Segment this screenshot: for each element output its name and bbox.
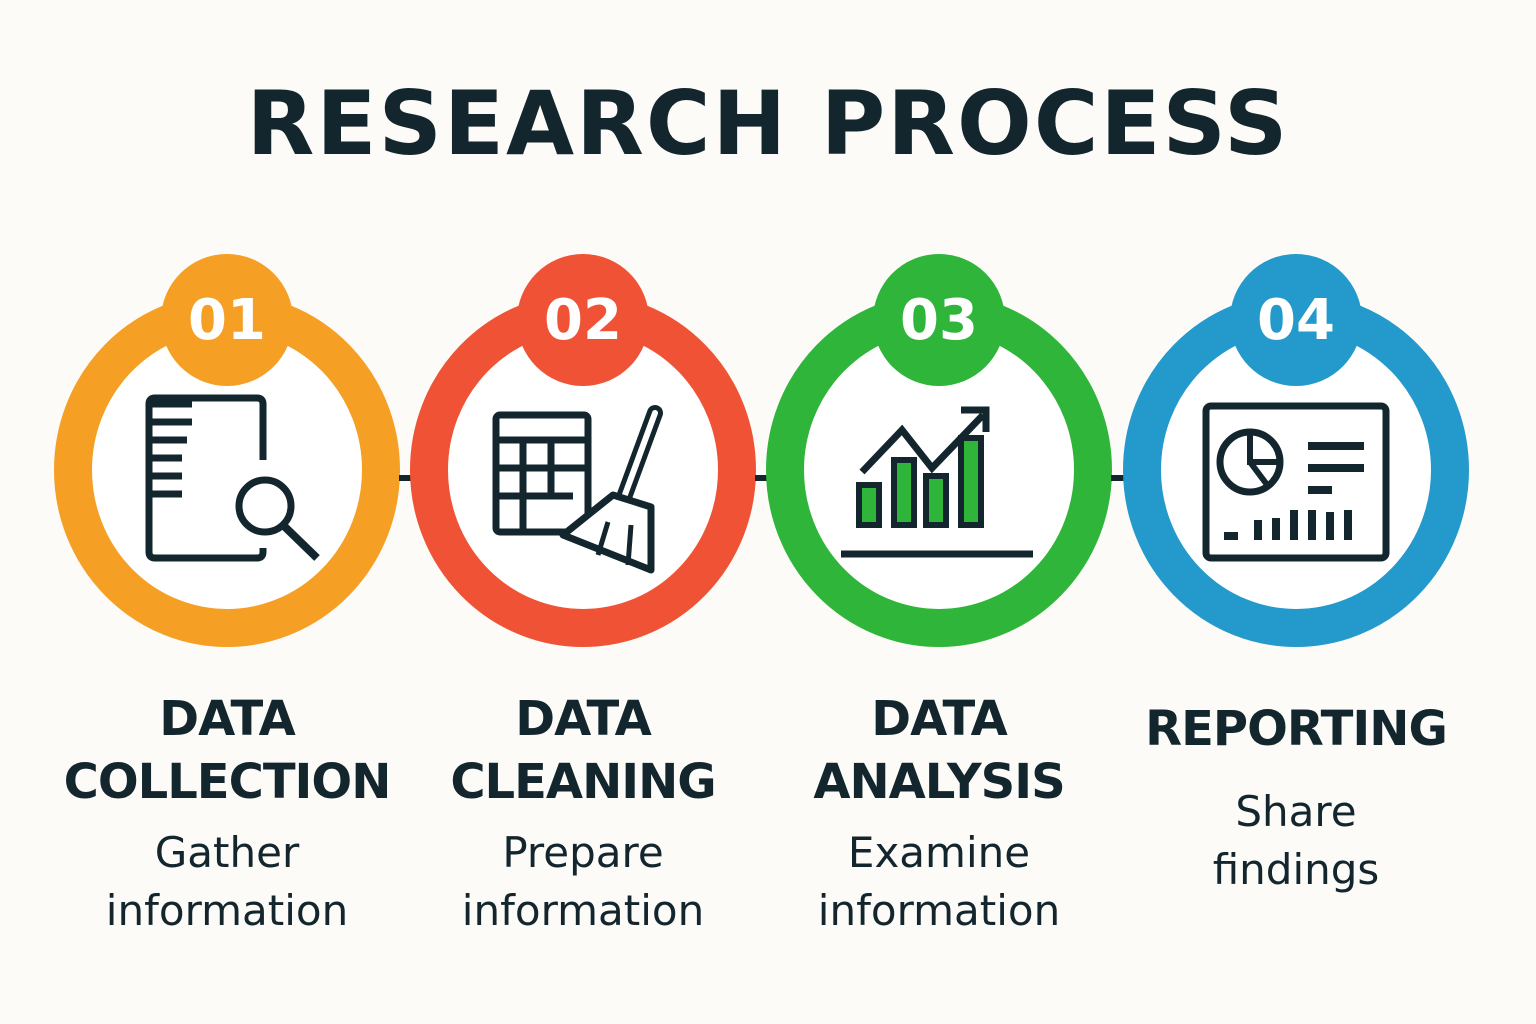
- step-subtitle: Share findings: [1106, 783, 1486, 899]
- step-badge: [1230, 254, 1362, 386]
- step-subtitle-line: information: [105, 886, 349, 935]
- page-title: RESEARCH PROCESS: [246, 72, 1290, 175]
- step-2-text: DATA CLEANING Prepare information: [393, 688, 773, 940]
- step-title: REPORTING: [1106, 698, 1486, 761]
- step-subtitle-line: information: [461, 886, 705, 935]
- step-4-graphic: [1123, 254, 1469, 647]
- step-title-line: DATA: [871, 691, 1007, 747]
- step-title-line: DATA: [159, 691, 295, 747]
- step-3-text: DATA ANALYSIS Examine information: [749, 688, 1129, 940]
- table-broom-icon: [492, 405, 663, 574]
- step-number: 03: [900, 288, 978, 353]
- step-subtitle: Gather information: [37, 824, 417, 940]
- step-badge: [873, 254, 1005, 386]
- step-4-text: REPORTING Share findings: [1106, 698, 1486, 899]
- step-number: 02: [544, 288, 622, 353]
- step-title-line: REPORTING: [1145, 701, 1448, 757]
- step-title: DATA CLEANING: [393, 688, 773, 814]
- step-title-line: COLLECTION: [63, 754, 392, 810]
- bar-chart-trend-icon: [841, 406, 1033, 558]
- step-1-graphic: [54, 254, 400, 647]
- step-subtitle-line: findings: [1212, 845, 1380, 894]
- report-dashboard-icon: [1202, 402, 1390, 562]
- step-subtitle: Prepare information: [393, 824, 773, 940]
- step-subtitle-line: Prepare: [502, 828, 664, 877]
- step-number: 04: [1257, 288, 1335, 353]
- step-badge: [517, 254, 649, 386]
- step-title: DATA ANALYSIS: [749, 688, 1129, 814]
- step-subtitle: Examine information: [749, 824, 1129, 940]
- step-title-line: CLEANING: [450, 754, 716, 810]
- step-number: 01: [188, 288, 266, 353]
- step-subtitle-line: Gather: [154, 828, 300, 877]
- document-search-icon: [145, 394, 320, 562]
- step-title-line: DATA: [515, 691, 651, 747]
- step-title-line: ANALYSIS: [813, 754, 1065, 810]
- step-subtitle-line: Examine: [847, 828, 1031, 877]
- step-badge: [161, 254, 293, 386]
- step-1-text: DATA COLLECTION Gather information: [37, 688, 417, 940]
- step-subtitle-line: information: [817, 886, 1061, 935]
- step-title: DATA COLLECTION: [37, 688, 417, 814]
- step-3-graphic: [766, 254, 1112, 647]
- step-2-graphic: [410, 254, 756, 647]
- step-subtitle-line: Share: [1235, 787, 1357, 836]
